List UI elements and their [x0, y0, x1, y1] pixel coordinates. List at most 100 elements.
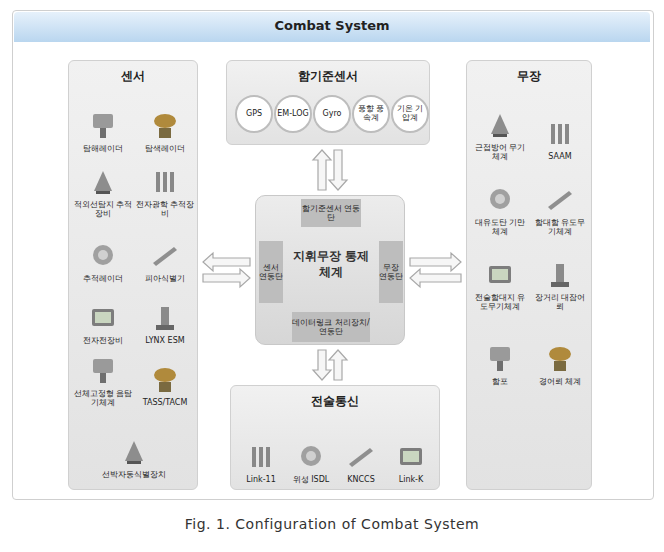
sensor-circle: EM-LOG [274, 95, 312, 133]
interface-box: 데이터링크 처리장치/연동단 [292, 312, 370, 342]
equipment-item: 적외선탐지 추적장비 [73, 156, 133, 218]
figure-caption: Fig. 1. Configuration of Combat System [0, 516, 664, 532]
equipment-item: 위성 ISDL [287, 418, 335, 484]
equipment-icon [88, 356, 118, 386]
equipment-item: 선체고정형 음탐기체계 [73, 345, 133, 407]
node-label: 전자광학 추적장비 [135, 200, 195, 218]
equipment-icon [88, 303, 118, 333]
equipment-icon [119, 437, 149, 467]
equipment-icon [150, 167, 180, 197]
node-label: 함대함 유도무기체계 [531, 218, 589, 236]
node-label: Link-11 [246, 475, 275, 484]
equipment-icon [150, 303, 180, 333]
equipment-icon [545, 185, 575, 215]
flow-arrow [203, 253, 250, 271]
equipment-item: 전자전장비 [73, 283, 133, 345]
equipment-item: 추적레이더 [73, 221, 133, 283]
node-label: 선박자동식별장치 [102, 470, 166, 479]
node-label: 적외선탐지 추적장비 [73, 200, 133, 218]
group-panel: 함기준센서GPSEM-LOGGyro풍향 풍속계기온 기압계 [226, 60, 430, 145]
node-label: SAAM [548, 152, 571, 161]
equipment-item: SAAM [531, 91, 589, 161]
equipment-icon [150, 241, 180, 271]
flow-arrow [329, 350, 347, 380]
panel-heading: 센서 [69, 61, 197, 85]
equipment-item: 탐해레이더 [73, 91, 133, 153]
equipment-icon [150, 365, 180, 395]
equipment-icon [485, 344, 515, 374]
node-label: 전술함대지 유도무기체계 [471, 293, 529, 311]
diagram-title: Combat System [14, 18, 650, 33]
group-panel: 전술통신Link-11위성 ISDLKNCCSLink-K [230, 385, 440, 490]
equipment-icon [150, 111, 180, 141]
equipment-item: 피아식별기 [135, 221, 195, 283]
equipment-icon [545, 119, 575, 149]
node-label: GPS [246, 110, 262, 119]
sensor-circle: 기온 기압계 [391, 95, 429, 133]
sensor-circle: 풍향 풍속계 [352, 95, 390, 133]
equipment-icon [485, 185, 515, 215]
flow-arrow [329, 150, 347, 190]
equipment-icon [88, 111, 118, 141]
node-label: 경어뢰 체계 [539, 377, 582, 386]
node-label: 무장 연동단 [379, 263, 403, 281]
equipment-item: Link-K [387, 418, 435, 484]
equipment-item: TASS/TACM [135, 345, 195, 407]
equipment-item: 대유도탄 기만체계 [471, 166, 529, 236]
equipment-icon [346, 442, 376, 472]
node-label: 데이터링크 처리장치/연동단 [292, 318, 370, 336]
interface-box: 센서 연동단 [259, 241, 283, 303]
equipment-icon [485, 110, 515, 140]
equipment-icon [545, 260, 575, 290]
node-label: 전자전장비 [83, 336, 123, 345]
equipment-item: 전자광학 추적장비 [135, 156, 195, 218]
interface-box: 함기준센서 연동단 [301, 199, 361, 227]
sensor-circle: Gyro [313, 95, 351, 133]
equipment-icon [485, 260, 515, 290]
equipment-item: 선박자동식별장치 [94, 413, 174, 479]
equipment-item: KNCCS [337, 418, 385, 484]
node-label: 기온 기압계 [393, 105, 427, 123]
node-label: Link-K [399, 475, 424, 484]
node-label: 피아식별기 [145, 274, 185, 283]
equipment-icon [88, 167, 118, 197]
flow-arrow [313, 350, 331, 380]
node-label: 근접방어 무기체계 [471, 143, 529, 161]
flow-arrow [203, 269, 250, 287]
node-label: 탐해레이더 [83, 144, 123, 153]
sensor-circle: GPS [235, 95, 273, 133]
equipment-item: 함포 [471, 316, 529, 386]
equipment-icon [246, 442, 276, 472]
equipment-icon [88, 241, 118, 271]
control-system-box: 지휘무장 통제체계 함기준센서 연동단센서 연동단 무장 연동단데이터링크 처리장치… [255, 195, 405, 345]
equipment-item: LYNX ESM [135, 283, 195, 345]
node-label: Gyro [323, 110, 342, 119]
node-label: 풍향 풍속계 [354, 105, 388, 123]
node-label: 함기준센서 연동단 [301, 204, 361, 222]
node-label: TASS/TACM [143, 398, 188, 407]
group-panel: 무장근접방어 무기체계 SAAM 대유도탄 기만체계함대함 유도무기체계전술함대지 … [466, 60, 592, 490]
group-panel: 센서탐해레이더 탐색레이더적외선탐지 추적장비전자광학 추적장비추적레이더피아식별… [68, 60, 198, 490]
node-label: KNCCS [347, 475, 374, 484]
equipment-item: 경어뢰 체계 [531, 316, 589, 386]
node-label: 장거리 대잠어뢰 [531, 293, 589, 311]
equipment-icon [396, 442, 426, 472]
node-label: 위성 ISDL [293, 475, 330, 484]
node-label: 지휘무장 통제체계 [290, 248, 372, 280]
equipment-item: 장거리 대잠어뢰 [531, 241, 589, 311]
interface-box: 무장 연동단 [379, 241, 403, 303]
equipment-icon [545, 344, 575, 374]
flow-arrow [410, 253, 461, 271]
flow-arrow [410, 269, 461, 287]
node-label: 센서 연동단 [259, 263, 283, 281]
node-label: EM-LOG [277, 110, 309, 119]
node-label: 탐색레이더 [145, 144, 185, 153]
flow-arrow [313, 150, 331, 190]
equipment-item: 근접방어 무기체계 [471, 91, 529, 161]
equipment-item: 전술함대지 유도무기체계 [471, 241, 529, 311]
node-label: 대유도탄 기만체계 [471, 218, 529, 236]
panel-heading: 무장 [467, 61, 591, 85]
node-label: LYNX ESM [145, 336, 184, 345]
equipment-item: 함대함 유도무기체계 [531, 166, 589, 236]
